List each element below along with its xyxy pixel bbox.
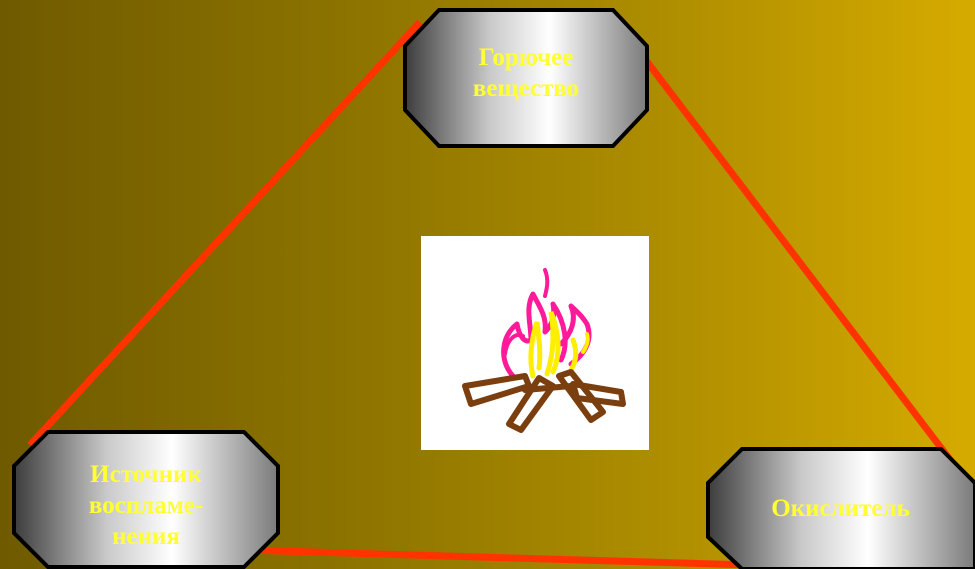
node-ignition-source: Источник воспламе- нения — [12, 430, 280, 569]
edge-ignition-fuel — [30, 22, 420, 445]
campfire-picture — [421, 236, 649, 450]
edge-ignition-oxidizer — [210, 549, 782, 566]
edge-fuel-oxidizer — [632, 42, 964, 478]
node-oxidizer-label: Окислитель — [771, 493, 909, 524]
campfire-icon — [421, 236, 649, 450]
node-oxidizer: Окислитель — [706, 447, 975, 569]
node-fuel: Горючее вещество — [403, 8, 649, 148]
node-ignition-label: Источник воспламе- нения — [89, 459, 203, 552]
node-fuel-label: Горючее вещество — [473, 42, 579, 104]
